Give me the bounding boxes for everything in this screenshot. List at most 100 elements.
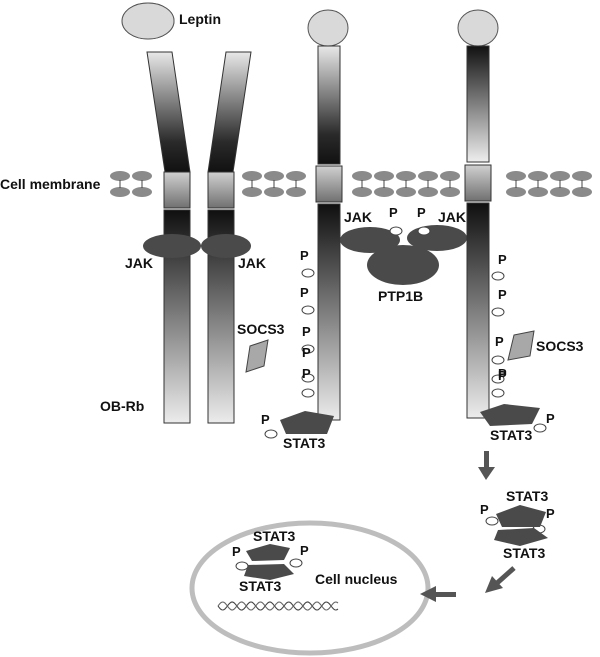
cell-nucleus-label: Cell nucleus: [315, 571, 398, 587]
stat3-protein: [246, 544, 290, 561]
receptor-transmembrane: [464, 164, 492, 202]
receptor-extracellular: [317, 45, 341, 165]
phosphate-label: P: [302, 345, 311, 360]
cell-membrane-label: Cell membrane: [0, 176, 101, 192]
phosphate-label: P: [302, 366, 311, 381]
phosphate-oval: [389, 226, 403, 236]
membrane-lipid: [506, 171, 526, 181]
membrane-lipid: [572, 187, 592, 197]
stat3-protein: [494, 528, 548, 546]
membrane-lipid: [374, 187, 394, 197]
ptp1b-protein: [367, 245, 439, 285]
socs3-label: SOCS3: [237, 321, 285, 337]
phosphate-oval: [301, 373, 315, 383]
phosphate-oval: [264, 429, 278, 439]
receptor-active-middle: [280, 9, 467, 434]
phosphate-label: P: [495, 334, 504, 349]
phosphate-label: P: [546, 506, 555, 521]
membrane-lipid: [352, 171, 372, 181]
jak-protein: [340, 227, 400, 253]
membrane-lipid: [528, 171, 548, 181]
leptin-molecule: [307, 9, 349, 47]
arrow: [420, 586, 456, 602]
jak-protein: [407, 225, 467, 251]
membrane-lipid: [110, 171, 130, 181]
jak-label: JAK: [438, 209, 466, 225]
dna-strand: [217, 601, 339, 611]
ptp1b-label: PTP1B: [378, 288, 423, 304]
phosphate-label: P: [417, 205, 426, 220]
jak-label: JAK: [238, 255, 266, 271]
cell-nucleus: [189, 520, 431, 656]
dna-strand: [217, 601, 339, 611]
phosphate-label: P: [232, 544, 241, 559]
stat3-protein: [280, 411, 334, 434]
stat3-protein: [496, 505, 546, 527]
phosphate-label: P: [261, 412, 270, 427]
stat3-protein: [244, 564, 294, 580]
phosphate-oval: [235, 561, 249, 571]
stat3-label: STAT3: [490, 427, 532, 443]
phosphate-oval: [417, 226, 431, 236]
cell-membrane: [110, 171, 592, 197]
socs3-protein: [507, 330, 535, 361]
membrane-lipid: [374, 171, 394, 181]
phosphate-label: P: [546, 411, 555, 426]
phosphate-oval: [491, 355, 505, 365]
leptin-molecule: [457, 9, 499, 47]
phosphate-oval: [533, 423, 547, 433]
stat3-protein: [480, 404, 540, 426]
phosphate-label: P: [480, 502, 489, 517]
membrane-lipid: [396, 171, 416, 181]
socs3-label: SOCS3: [536, 338, 584, 354]
phosphate-oval: [301, 305, 315, 315]
membrane-lipid: [286, 187, 306, 197]
membrane-lipid: [396, 187, 416, 197]
phosphate-label: P: [498, 366, 507, 381]
phosphate-label: P: [498, 252, 507, 267]
membrane-lipid: [110, 187, 130, 197]
receptor-intracellular: [317, 203, 341, 421]
membrane-lipid: [440, 187, 460, 197]
receptor-active-right: [457, 9, 540, 426]
stat3-label: STAT3: [253, 528, 295, 544]
phosphate-oval: [491, 271, 505, 281]
phosphate-label: P: [300, 285, 309, 300]
phosphate-label: P: [302, 324, 311, 339]
receptor-transmembrane-right: [207, 171, 235, 209]
phosphate-oval: [301, 344, 315, 354]
receptor-extracellular-right: [207, 51, 252, 173]
phosphate-oval: [301, 268, 315, 278]
socs3-protein: [245, 339, 269, 373]
receptor-dimer-inactive: [121, 2, 252, 424]
receptor-extracellular: [466, 45, 490, 163]
membrane-lipid: [528, 187, 548, 197]
membrane-lipid: [132, 187, 152, 197]
phosphate-label: P: [389, 205, 398, 220]
membrane-lipid: [242, 187, 262, 197]
membrane-lipid: [550, 171, 570, 181]
arrow: [478, 451, 495, 480]
phosphate-oval: [301, 388, 315, 398]
receptor-transmembrane-left: [163, 171, 191, 209]
receptor-intracellular: [466, 202, 490, 419]
receptor-transmembrane: [315, 165, 343, 203]
membrane-lipid: [418, 187, 438, 197]
phosphate-oval: [289, 558, 303, 568]
phosphate-oval: [491, 388, 505, 398]
arrow: [485, 566, 516, 593]
membrane-lipid: [352, 187, 372, 197]
stat3-dimer-cytoplasm: [494, 505, 548, 546]
phosphate-oval: [491, 307, 505, 317]
membrane-lipid: [572, 171, 592, 181]
phosphate-oval: [485, 516, 499, 526]
ob-rb-label: OB-Rb: [100, 398, 144, 414]
membrane-lipid: [286, 171, 306, 181]
phosphate-label: P: [498, 368, 507, 383]
membrane-lipid: [242, 171, 262, 181]
stat3-label: STAT3: [503, 545, 545, 561]
membrane-lipid: [550, 187, 570, 197]
membrane-lipid: [264, 187, 284, 197]
